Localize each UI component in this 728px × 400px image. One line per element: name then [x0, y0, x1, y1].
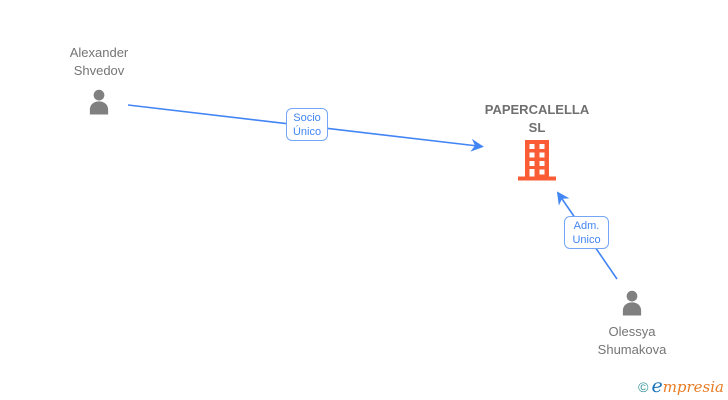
company-name: PAPERCALELLA SL	[484, 102, 590, 135]
person-name: Olessya Shumakova	[597, 324, 667, 357]
edge-label-line: Unico	[572, 233, 601, 246]
edge-label-adm-unico[interactable]: Adm. Unico	[564, 216, 609, 249]
edge-label-line: Adm.	[573, 219, 600, 232]
empresia-logo[interactable]: © e mpresia	[638, 375, 724, 397]
person-icon	[89, 89, 109, 115]
person-icon	[622, 290, 642, 316]
copyright-icon: ©	[638, 379, 649, 395]
edge-label-line: Socio	[293, 111, 321, 124]
person-node-alexander-shvedov[interactable]: Alexander Shvedov	[52, 44, 146, 118]
logo-letter-e: e	[651, 375, 663, 397]
person-name: Alexander Shvedov	[69, 45, 129, 78]
company-node-papercalella-sl[interactable]: PAPERCALELLA SL	[480, 101, 594, 181]
edge-label-line: Único	[292, 125, 322, 138]
edge-label-socio-unico[interactable]: Socio Único	[286, 108, 328, 141]
building-icon	[518, 140, 556, 181]
logo-text: mpresia	[662, 378, 724, 396]
person-node-olessya-shumakova[interactable]: Olessya Shumakova	[585, 287, 679, 359]
